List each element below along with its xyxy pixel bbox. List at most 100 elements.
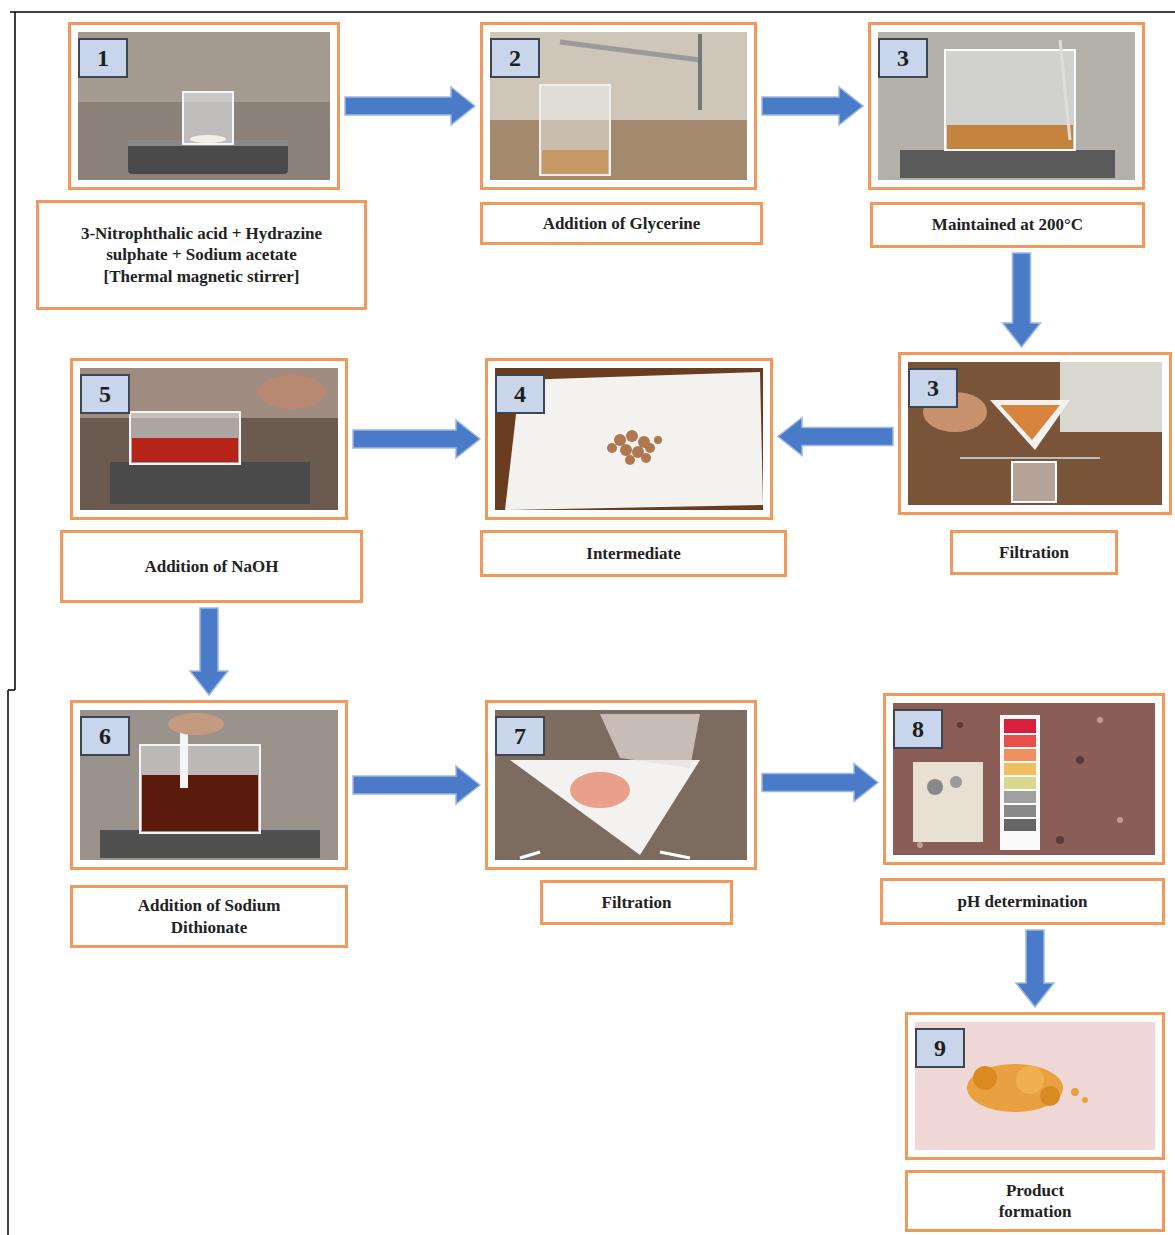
ph-chart-block <box>1004 735 1036 747</box>
funnel <box>990 400 1070 450</box>
pouring-beaker <box>600 714 700 768</box>
step-caption: Addition of Glycerine <box>543 213 701 234</box>
granule <box>626 430 638 442</box>
beaker <box>130 412 240 464</box>
powder <box>190 135 226 143</box>
photo-ground <box>80 710 338 860</box>
powder <box>967 1064 1063 1112</box>
speckle <box>1117 817 1123 823</box>
photo-frame: 2 <box>480 22 757 190</box>
caption-box: Addition of NaOH <box>60 530 363 603</box>
ph-chart-block <box>1004 791 1036 803</box>
caption-box: Product formation <box>905 1170 1165 1232</box>
hot-plate <box>100 830 320 858</box>
caption-box: Filtration <box>950 530 1118 575</box>
step-caption: pH determination <box>958 891 1088 912</box>
step-number: 2 <box>490 38 540 78</box>
frame-line <box>8 689 15 691</box>
hand <box>258 375 326 409</box>
ph-strip <box>913 762 983 842</box>
photo-dithionate <box>80 710 338 860</box>
precipitate <box>570 772 630 808</box>
ph-chart-block <box>1004 749 1036 761</box>
step-caption: Filtration <box>602 892 672 913</box>
step-number: 3 <box>878 38 928 78</box>
caption-box: Filtration <box>540 880 733 925</box>
dark-solution <box>142 775 258 831</box>
thermometer <box>1060 40 1070 140</box>
step-number: 7 <box>495 716 545 756</box>
photo-frame: 9 <box>905 1012 1165 1160</box>
step-number: 8 <box>893 709 943 749</box>
step-caption: Addition of NaOH <box>144 556 278 577</box>
photo-ground <box>908 362 1162 505</box>
step-number: 9 <box>915 1028 965 1068</box>
stand-rod <box>698 34 702 110</box>
hand <box>168 713 224 735</box>
ph-chart-block <box>1004 819 1036 831</box>
powder <box>973 1066 997 1090</box>
step-caption: Filtration <box>999 542 1069 563</box>
frame-lines <box>8 12 1175 1235</box>
powder <box>1082 1097 1088 1103</box>
ph-spot <box>950 776 962 788</box>
beaker <box>945 50 1075 150</box>
photo-ph <box>893 703 1155 855</box>
granule <box>614 434 626 446</box>
speckle <box>1056 836 1064 844</box>
ph-chart-block <box>1004 719 1036 733</box>
photo-frame: 4 <box>485 358 773 520</box>
step-number: 5 <box>80 374 130 414</box>
caption-box: 3-Nitrophthalic acid + Hydrazine sulphat… <box>36 200 367 310</box>
photo-ground <box>80 368 338 510</box>
frame-line <box>7 690 9 1235</box>
stand <box>960 457 1100 459</box>
photo-naoh <box>80 368 338 510</box>
speckle <box>1097 717 1103 723</box>
photo-ground <box>893 703 1155 855</box>
ph-spot <box>927 779 943 795</box>
granule <box>620 444 632 456</box>
photo-ground <box>878 32 1135 180</box>
step-number: 3 <box>908 368 958 408</box>
speckle <box>1076 756 1084 764</box>
photo-frame: 7 <box>485 700 757 870</box>
beaker <box>140 745 260 833</box>
flow-arrow <box>353 766 480 804</box>
photo-frame: 8 <box>883 693 1165 865</box>
beaker <box>540 85 610 175</box>
filter-paper <box>510 760 700 855</box>
photo-intermediate <box>495 368 763 510</box>
step-caption: Product formation <box>970 1180 1100 1223</box>
photo-heating <box>878 32 1135 180</box>
granule <box>645 443 655 453</box>
speckle <box>957 722 963 728</box>
photo-filtration-2 <box>495 710 747 860</box>
ph-chart-block <box>1004 805 1036 817</box>
photo-ground <box>78 32 330 180</box>
red-solution <box>132 438 238 462</box>
photo-ground <box>495 368 763 510</box>
bench <box>490 120 747 180</box>
photo-ground <box>915 1022 1155 1150</box>
photo-frame: 3 <box>898 352 1172 515</box>
step-number: 6 <box>80 716 130 756</box>
granules <box>607 430 662 465</box>
flow-arrow <box>1003 253 1041 347</box>
step-caption: Intermediate <box>586 543 680 564</box>
mixture <box>542 150 608 174</box>
speckle <box>917 842 923 848</box>
window <box>1060 362 1162 432</box>
step-caption: 3-Nitrophthalic acid + Hydrazine sulphat… <box>79 223 324 287</box>
flow-arrow <box>190 608 228 695</box>
caption-box: Addition of Sodium Dithionate <box>70 885 348 948</box>
frame-line <box>14 12 16 690</box>
granule <box>641 453 651 463</box>
granule <box>654 436 662 444</box>
photo-glycerine <box>490 32 747 180</box>
photo-product <box>915 1022 1155 1150</box>
hot-plate <box>900 150 1115 178</box>
